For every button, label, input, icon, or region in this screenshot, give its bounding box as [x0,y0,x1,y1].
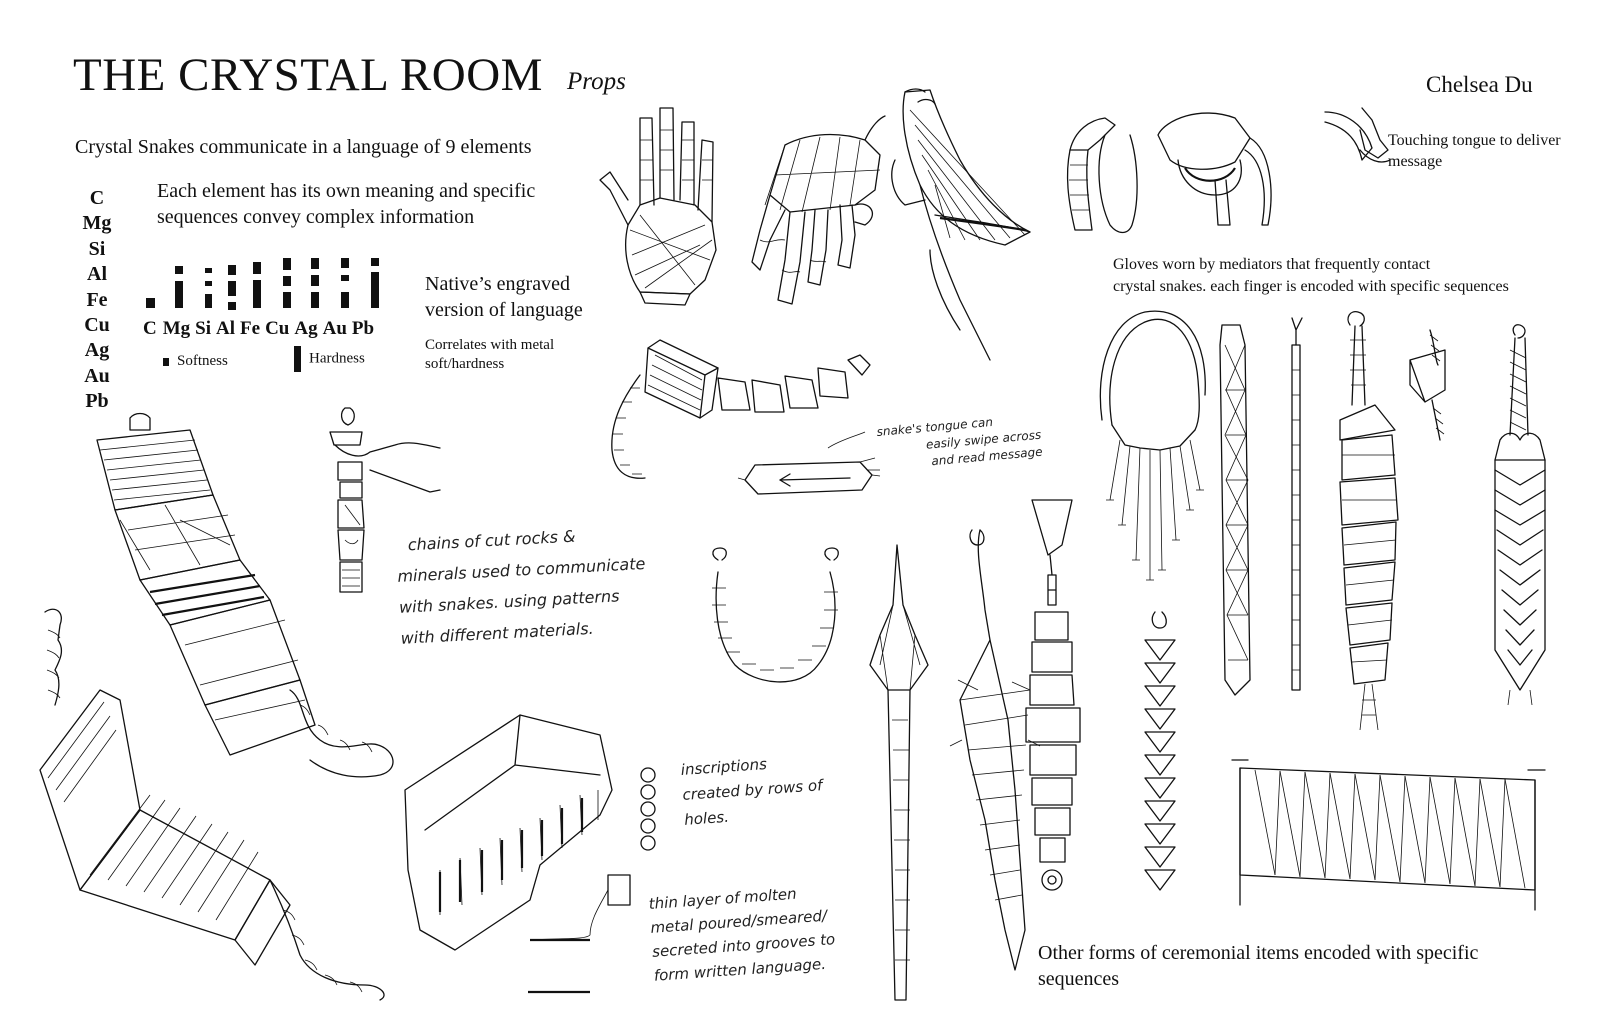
legend-softness-label: Softness [177,353,228,369]
chart-label: Mg [162,318,191,339]
element-list: C Mg Si Al Fe Cu Ag Au Pb [76,186,118,415]
chart-mark-pb [371,258,379,266]
ceremonial-caption-line: Other forms of ceremonial items encoded … [1038,942,1479,964]
gloves-caption: Gloves worn by mediators that frequently… [1113,254,1509,298]
legend-softness: Softness [163,352,228,371]
engraved-caption-line: version of language [425,299,583,321]
page-subtitle: Props [567,68,626,95]
swipe-plate-sketch [737,431,881,495]
necklace-sketch-1 [1099,310,1206,581]
chain-belt-sketch [39,608,385,1001]
hand-chain-sketch [329,407,441,593]
chart-label: Au [322,318,347,339]
language-description-line: sequences convey complex information [157,206,475,228]
chart-mark-si-b [205,281,212,286]
finger-guard-sketch [1066,112,1272,234]
language-description-line: Each element has its own meaning and spe… [157,180,536,202]
ceremonial-caption: Other forms of ceremonial items encoded … [1038,940,1478,992]
gloves-caption-line: crystal snakes. each finger is encoded w… [1113,278,1509,295]
engraved-caption-line: Native’s engraved [425,273,570,295]
chart-label: Fe [240,318,261,339]
chart-label: Pb [351,318,375,339]
hanging-item-2 [949,529,1041,971]
rope-amulet-sketch [611,339,871,479]
element-item: Cu [84,314,110,337]
gloves-caption-line: Gloves worn by mediators that frequently… [1113,256,1431,273]
hanging-item-1 [869,544,929,1001]
chart-mark-mg [175,266,183,274]
element-item: Ag [84,339,110,362]
chart-mark-cu-c [283,292,291,308]
chart-mark-cu [283,258,291,270]
element-item: Au [84,364,110,387]
glove-sketch-cuff [891,88,1031,361]
glove-sketch-claw [751,115,886,305]
necklace-sketch-3 [1291,317,1303,691]
element-item: C [89,187,105,209]
softness-mark-icon [163,357,169,366]
chart-mark-al [228,265,236,275]
necklace-sketch-4 [1339,311,1399,731]
chart-label: Cu [265,318,290,339]
amulet-sketch-large [96,412,394,778]
element-chart [146,258,379,310]
chart-mark-al-c [228,302,236,310]
tongue-caption: Touching tongue to deliver message [1388,130,1561,172]
chains-note: chains of cut rocks & minerals used to c… [395,517,649,654]
chart-mark-fe [253,262,261,274]
element-item: Pb [85,390,109,413]
tongue-caption-line: message [1388,153,1443,170]
correlates-caption: Correlates with metal soft/hardness [425,336,554,374]
correlates-caption-line: Correlates with metal [425,337,555,353]
bead-chain-sketch [712,547,839,683]
element-item: Al [87,263,107,286]
chart-mark-c [146,298,155,308]
hanging-item-3 [1025,499,1081,891]
glove-sketch-open [599,107,717,306]
chart-mark-mg-b [175,281,183,308]
element-item: Si [88,237,106,260]
chart-mark-si [205,268,212,273]
chart-label: Ag [294,318,318,339]
chart-mark-cu-b [283,276,291,286]
chart-mark-ag-c [311,292,319,308]
hanging-item-4 [1144,611,1176,891]
legend-hardness-label: Hardness [309,350,365,367]
rack-sketch [1231,759,1546,911]
page-title: THE CRYSTAL ROOM [73,49,543,101]
tongue-caption-line: Touching tongue to deliver [1388,132,1561,149]
chart-mark-ag-b [311,275,319,286]
author-name: Chelsea Du [1426,72,1533,97]
chart-mark-au-c [341,292,349,308]
chart-mark-fe-b [253,280,261,308]
necklace-sketch-2 [1219,324,1251,696]
chart-mark-si-c [205,294,212,308]
tongue-touch-sketch [1324,107,1391,163]
necklace-sketch-5 [1409,329,1446,441]
chart-mark-au [341,258,349,268]
language-description: Each element has its own meaning and spe… [157,178,535,230]
chart-mark-pb-b [371,272,379,308]
necklace-sketch-6 [1494,324,1546,706]
inscriptions-note: inscriptions created by rows of holes. [680,748,825,833]
hardness-mark-icon [294,346,301,372]
ceremonial-caption-line: sequences [1038,968,1120,990]
stone-tablet-sketch [404,714,656,994]
engraved-caption: Native’s engraved version of language [425,271,583,323]
chart-label: Si [195,318,212,339]
element-item: Fe [86,288,108,311]
language-intro: Crystal Snakes communicate in a language… [75,136,532,158]
molten-note: thin layer of molten metal poured/smeare… [648,879,838,988]
chart-mark-al-b [228,281,236,296]
chart-label: Al [216,318,236,339]
legend-hardness: Hardness [294,346,365,372]
chart-mark-ag [311,258,319,269]
correlates-caption-line: soft/hardness [425,356,505,372]
element-item: Mg [82,212,112,235]
chart-mark-au-b [341,275,349,281]
chart-label: C [143,318,157,339]
